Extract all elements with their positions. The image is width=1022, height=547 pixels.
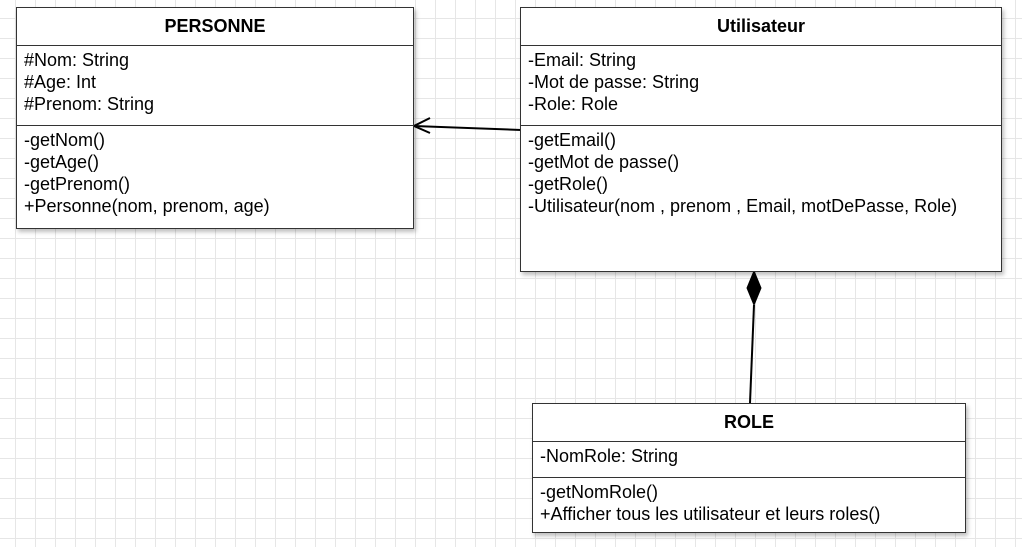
attributes-utilisateur: -Email: String -Mot de passe: String -Ro… xyxy=(521,46,1001,126)
class-personne[interactable]: PERSONNE #Nom: String #Age: Int #Prenom:… xyxy=(16,7,414,229)
method-getmotdepasse: -getMot de passe() xyxy=(528,152,680,172)
composition-line xyxy=(749,304,755,404)
class-role[interactable]: ROLE -NomRole: String -getNomRole() +Aff… xyxy=(532,403,966,533)
attribute-nom: #Nom: String xyxy=(24,50,130,70)
attributes-role: -NomRole: String xyxy=(533,442,965,478)
method-getemail: -getEmail() xyxy=(528,130,617,150)
method-getnomrole: -getNomRole() xyxy=(540,482,659,502)
class-name-utilisateur: Utilisateur xyxy=(521,8,1001,46)
method-getprenom: -getPrenom() xyxy=(24,174,131,194)
attribute-age: #Age: Int xyxy=(24,72,97,92)
methods-role: -getNomRole() +Afficher tous les utilisa… xyxy=(533,478,965,528)
association-line xyxy=(413,125,522,131)
methods-utilisateur: -getEmail() -getMot de passe() -getRole(… xyxy=(521,126,1001,220)
method-afficher-tous: +Afficher tous les utilisateur et leurs … xyxy=(540,504,881,524)
method-getage: -getAge() xyxy=(24,152,100,172)
method-constructor-personne: +Personne(nom, prenom, age) xyxy=(24,196,270,216)
attribute-role: -Role: Role xyxy=(528,94,619,114)
attribute-mot-de-passe: -Mot de passe: String xyxy=(528,72,700,92)
class-utilisateur[interactable]: Utilisateur -Email: String -Mot de passe… xyxy=(520,7,1002,272)
attribute-nomrole: -NomRole: String xyxy=(540,446,679,466)
methods-personne: -getNom() -getAge() -getPrenom() +Person… xyxy=(17,126,413,220)
class-name-personne: PERSONNE xyxy=(17,8,413,46)
method-getnom: -getNom() xyxy=(24,130,106,150)
attributes-personne: #Nom: String #Age: Int #Prenom: String xyxy=(17,46,413,126)
attribute-email: -Email: String xyxy=(528,50,637,70)
method-getrole: -getRole() xyxy=(528,174,609,194)
filled-diamond-icon xyxy=(746,269,762,307)
attribute-prenom: #Prenom: String xyxy=(24,94,155,114)
method-constructor-utilisateur: -Utilisateur(nom , prenom , Email, motDe… xyxy=(528,196,958,216)
class-name-role: ROLE xyxy=(533,404,965,442)
open-arrowhead-icon xyxy=(411,117,431,134)
